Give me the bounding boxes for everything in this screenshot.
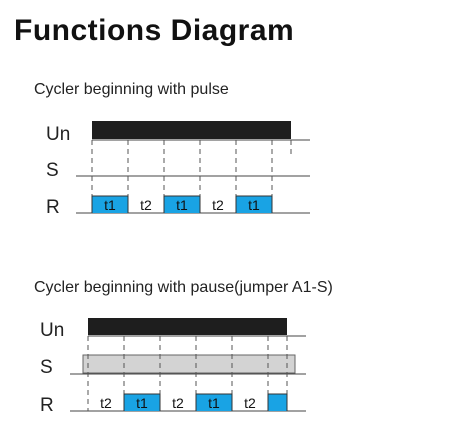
diagram1-segment-label: t1 [104,197,116,213]
diagram1-segment-label: t1 [248,197,260,213]
diagram1-pulse-1 [92,196,128,213]
diagram1-segment-label: t2 [212,197,224,213]
diagram2-pulse-outlines [123,393,288,411]
diagram1-pulse-outline [163,195,201,213]
diagram2-segment-label: t1 [136,395,148,411]
diagram1-timing-lines [91,140,292,213]
diagram2-timing-lines [87,336,288,411]
page-title: Functions Diagram [14,14,295,47]
diagram1-pulse-3 [236,196,272,213]
diagram2-segment-label: t2 [172,395,184,411]
diagram1-label-un: Un [46,124,70,145]
diagram2-label-un: Un [40,320,64,341]
diagram1-pulse-outlines [91,195,273,213]
diagram1-label-s: S [46,160,59,181]
diagram1-label-r: R [46,197,60,218]
diagram1-pulse-outline [235,195,273,213]
diagram2-label-r: R [40,395,54,416]
diagram2-pulse-1 [124,394,160,411]
diagram1-pulse-outline [91,195,129,213]
diagram2-s-bar [82,354,296,374]
diagram-pulse: Cycler beginning with pulse Un S R [34,81,310,218]
diagram2-heading: Cycler beginning with pause(jumper A1-S) [34,279,333,296]
diagram2-pulse-outline [267,393,288,411]
diagram1-segment-label: t1 [176,197,188,213]
diagram1-pulse-2 [164,196,200,213]
diagram2-segment-label: t2 [244,395,256,411]
diagram-pause: Cycler beginning with pause(jumper A1-S)… [34,279,333,416]
diagram2-pulse-outline [195,393,233,411]
diagram2-pulse-outline [123,393,161,411]
diagram2-pulse-3 [268,394,287,411]
diagram1-segment-label: t2 [140,197,152,213]
diagram2-power-bar [88,318,287,335]
diagram2-label-s: S [40,357,53,378]
diagram2-segment-label: t2 [100,395,112,411]
diagram1-heading: Cycler beginning with pulse [34,81,229,98]
diagram1-power-bar [92,121,291,139]
diagram2-segment-label: t1 [208,395,220,411]
diagram2-pulse-2 [196,394,232,411]
